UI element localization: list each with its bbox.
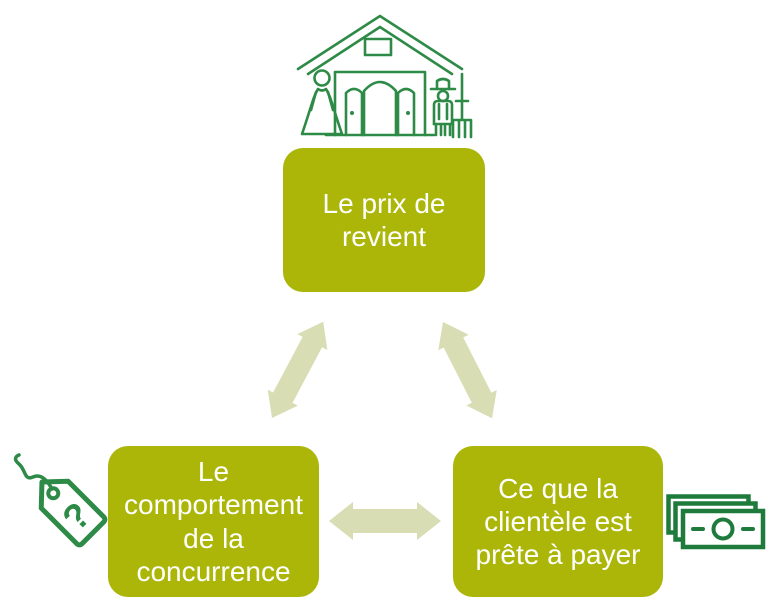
arrow-bottom-left-to-bottom-right [329, 502, 441, 540]
woman-figure [300, 69, 344, 136]
woman-arms [309, 90, 335, 112]
roof-inner-line [306, 25, 454, 76]
box-prix-de-revient: Le prix de revient [283, 148, 485, 292]
gable-window [363, 37, 393, 57]
farmhouse-farmers-icon [296, 14, 473, 139]
price-tag-question-icon: ? [13, 453, 108, 548]
tag-string [13, 453, 54, 491]
farmer-arms [437, 102, 449, 121]
box-prix-de-revient-label: Le prix de revient [322, 187, 446, 252]
banknote-circle [711, 517, 735, 541]
box-comportement-concurrence: Le comportement de la concurrence [108, 446, 319, 597]
pitchfork [451, 72, 473, 139]
center-door-arch [362, 80, 398, 137]
box-comportement-concurrence-label: Le comportement de la concurrence [124, 456, 303, 587]
box-clientele-prete-a-payer: Ce que la clientèle est prête à payer [453, 446, 663, 597]
arrow-top-to-bottom-left [267, 321, 328, 418]
hat-crown [435, 77, 451, 91]
roof-outer-line [296, 14, 464, 71]
left-door-handle [350, 111, 354, 115]
box-clientele-prete-a-payer-label: Ce que la clientèle est prête à payer [475, 472, 641, 571]
farmer-figure [429, 72, 473, 139]
farmhouse [296, 14, 464, 137]
farmer-torso [432, 99, 454, 126]
banknotes-icon [666, 494, 766, 550]
house-walls [333, 70, 427, 137]
farmer-legs [432, 122, 454, 137]
tag-hole [46, 486, 61, 501]
right-door-handle [406, 111, 410, 115]
woman-head [313, 69, 331, 87]
right-door-panel [396, 87, 416, 137]
tag-body [38, 478, 108, 548]
arrow-top-to-bottom-right [438, 322, 497, 419]
left-door-panel [344, 87, 364, 137]
farmer-head [436, 89, 450, 103]
